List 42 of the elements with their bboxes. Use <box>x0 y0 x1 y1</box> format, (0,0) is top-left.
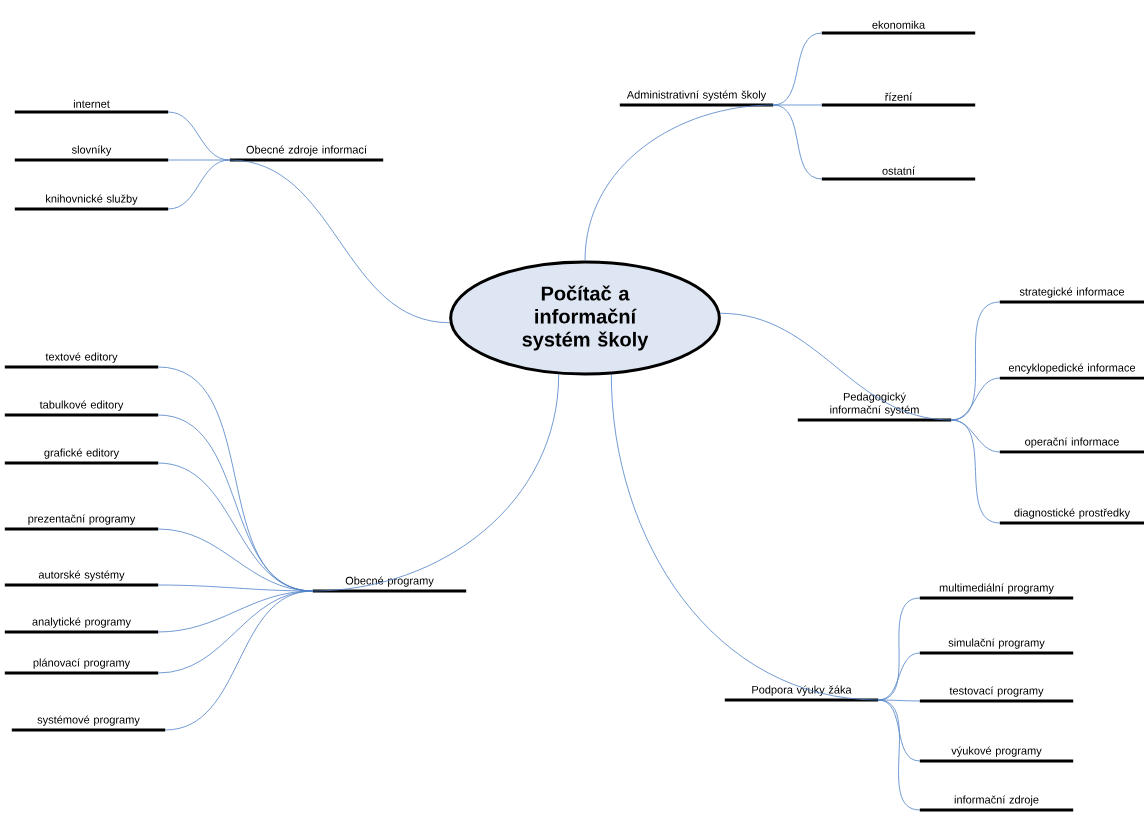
underlined-topic: multimediální programy <box>919 583 1074 600</box>
branch-curve <box>167 159 231 161</box>
underlined-topic: knihovnické služby <box>14 194 169 211</box>
underlined-topic: slovníky <box>14 145 169 162</box>
underlined-topic: řízení <box>821 92 976 107</box>
underlined-topic: analytické programy <box>4 617 159 634</box>
underlined-topic: výukové programy <box>919 746 1074 763</box>
branch-curve <box>610 374 879 701</box>
underlined-topic: simulační programy <box>919 638 1074 655</box>
underlined-topic: internet <box>14 99 169 114</box>
underlined-topic: autorské systémy <box>4 570 159 587</box>
underlined-topic: tabulkové editory <box>4 400 159 417</box>
underlined-topic: grafické editory <box>4 448 159 465</box>
underlined-topic: prezentační programy <box>4 514 159 531</box>
underlined-topic: plánovací programy <box>4 658 159 675</box>
branch-curve <box>167 159 231 210</box>
branch-curve <box>720 312 952 421</box>
underlined-topic: Podpora výuky žáka <box>724 685 879 702</box>
underlined-topic: systémové programy <box>11 715 166 732</box>
branch-curve <box>312 374 560 592</box>
underlined-topic: ekonomika <box>821 20 976 35</box>
branch-curve <box>229 159 450 324</box>
underlined-topic: encyklopedické informace <box>999 363 1144 380</box>
underlined-topic: diagnostické prostředky <box>999 508 1144 525</box>
underlined-topic: testovací programy <box>919 686 1074 703</box>
underlined-topic: Administrativní systém školy <box>619 90 774 107</box>
underlined-topic: informační zdroje <box>919 795 1074 812</box>
branch-curve <box>164 590 314 731</box>
underlined-topic: Obecné programy <box>312 576 467 593</box>
branch-curve <box>877 699 921 811</box>
underlined-topic: ostatní <box>821 166 976 181</box>
branch-curve <box>950 377 1001 421</box>
underlined-topic: Obecné zdroje informací <box>229 145 384 162</box>
branch-curve <box>772 104 823 180</box>
underlined-topic: Pedagogický informační systém <box>797 392 952 422</box>
branch-curve <box>877 699 921 702</box>
underlined-topic: operační informace <box>999 437 1144 454</box>
branch-curve <box>950 419 1001 524</box>
branch-curve <box>584 104 774 261</box>
branch-curve <box>772 104 823 106</box>
underlined-topic: strategické informace <box>999 287 1144 304</box>
underlined-topic: textové editory <box>4 352 159 369</box>
